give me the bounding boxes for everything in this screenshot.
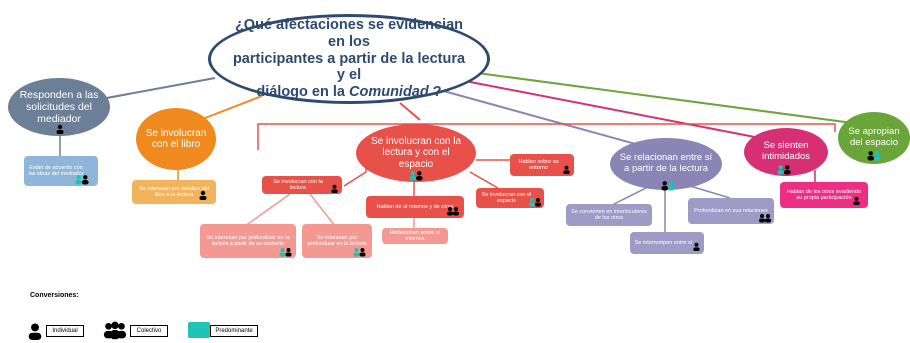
node-sub-reflexionan[interactable]: Reflexionan sobre sí mismos [382,228,448,244]
node-sub-profundizan-rel[interactable]: Profundizan en sus relaciones [688,198,774,224]
main-question-node[interactable]: ¿Qué afectaciones se evidencian en los p… [208,14,490,104]
node-sub-con-lectura-label: Se involucran con la lectura [273,178,323,191]
link-main-intimidados [459,79,761,139]
individual-icon [563,165,570,174]
node-relacionan[interactable]: Se relacionan entre sí a partir de la le… [610,138,722,190]
legend-predominante: Predominante [210,325,258,337]
node-sub-reflexionan-label: Reflexionan sobre sí mismos [389,229,441,242]
link-sublectura-prof1 [244,193,291,227]
link-lectura-espacio [469,171,499,189]
node-sub-espacio-label: Se involucran con el espacio [481,191,532,204]
node-involucran-libro-sub-label: Se interesan por detalles del libro o la… [139,185,209,198]
node-sub-evadiendo-label: Hablan de los otros evadiendo su propia … [786,188,862,201]
individual-icon [853,196,860,205]
predominant-swatch [188,322,210,338]
node-responden-sub-label: Están de acuerdo con las ideas del media… [28,164,84,177]
link-relacionan-interloc [609,185,651,207]
node-involucran-lectura-label: Se involucran con la lectura y con el es… [370,135,462,170]
collective-icon [759,214,771,223]
link-lectura-apropian [257,123,836,150]
link-relacionan-profund [689,185,731,199]
node-apropian-label: Se apropian del espacio [848,126,900,148]
link-main-relacionan [439,89,651,149]
node-sub-profundizar-1-label: Se interesan por profundizar en la lectu… [206,234,290,247]
link-sublectura-prof2 [309,193,336,227]
individual-icon [28,323,42,340]
individual-icon [199,190,207,200]
individual-icon [693,242,700,251]
legend-colectivo: Colectivo [130,325,168,337]
node-involucran-lectura[interactable]: Se involucran con la lectura y con el es… [356,124,476,182]
collective-icon [75,175,89,185]
node-sub-profundizar-1[interactable]: Se interesan por profundizar en la lectu… [200,224,296,258]
node-sub-profundizar-2-label: Se interesan por profundizar en la lectu… [307,234,367,247]
node-relacionan-label: Se relacionan entre sí a partir de la le… [619,152,713,174]
link-main-lectura [399,102,421,121]
node-involucran-libro-label: Se involucran con el libro [145,127,207,151]
node-sub-interrumpen-label: Se interrumpen entre sí [634,239,693,246]
main-question-line3-post: ? [432,84,442,101]
collective-icon [409,171,423,181]
node-intimidados-label: Se sienten intimidados [761,140,811,162]
node-apropian[interactable]: Se apropian del espacio [838,112,910,164]
node-sub-hablan-si[interactable]: Hablan de sí mismos y de otros [366,196,464,218]
node-sub-interlocutores-label: Se convierten en interlocutores de los o… [571,208,647,221]
collective-icon [447,207,459,216]
node-sub-interrumpen[interactable]: Se interrumpen entre sí [630,232,704,254]
node-sub-con-lectura[interactable]: Se involucran con la lectura [262,176,342,194]
node-sub-hablan-si-label: Hablan de sí mismos y de otros [376,203,454,210]
collective-icon [777,165,791,175]
node-sub-hablan-entorno-label: Hablan sobre su entorno [518,158,559,171]
individual-icon [331,184,338,193]
link-main-apropian [469,71,861,125]
node-sub-interlocutores[interactable]: Se convierten en interlocutores de los o… [566,204,652,226]
node-involucran-libro-sub[interactable]: Se interesan por detalles del libro o la… [132,180,216,204]
collective-icon [103,321,127,340]
collective-icon [353,248,366,257]
collective-icon [661,181,675,191]
legend-title: Conversiones: [30,292,79,299]
node-sub-profundizar-2[interactable]: Se interesan por profundizar en la lectu… [302,224,372,258]
node-sub-hablan-entorno[interactable]: Hablan sobre su entorno [510,154,574,176]
legend-individual: Individual [46,325,84,337]
collective-icon [279,248,292,257]
node-sub-espacio[interactable]: Se involucran con el espacio [476,188,544,208]
collective-icon [867,151,881,161]
main-question-line2: participantes a partir de la lectura y e… [232,50,466,84]
node-sub-evadiendo[interactable]: Hablan de los otros evadiendo su propia … [780,182,868,208]
main-question-line3: diálogo en la Comunidad ? [229,84,469,101]
collective-icon [529,198,541,207]
node-sub-profundizan-rel-label: Profundizan en sus relaciones [694,207,768,214]
main-question-line1: ¿Qué afectaciones se evidencian en los [234,17,464,50]
main-question-line3-em: Comunidad [349,84,429,101]
link-main-libro [199,95,263,121]
node-involucran-libro[interactable]: Se involucran con el libro [136,108,216,170]
node-responden-label: Responden a las solicitudes del mediador [19,88,99,126]
individual-icon [56,124,64,134]
main-question-line3-pre: diálogo en la [256,84,345,101]
